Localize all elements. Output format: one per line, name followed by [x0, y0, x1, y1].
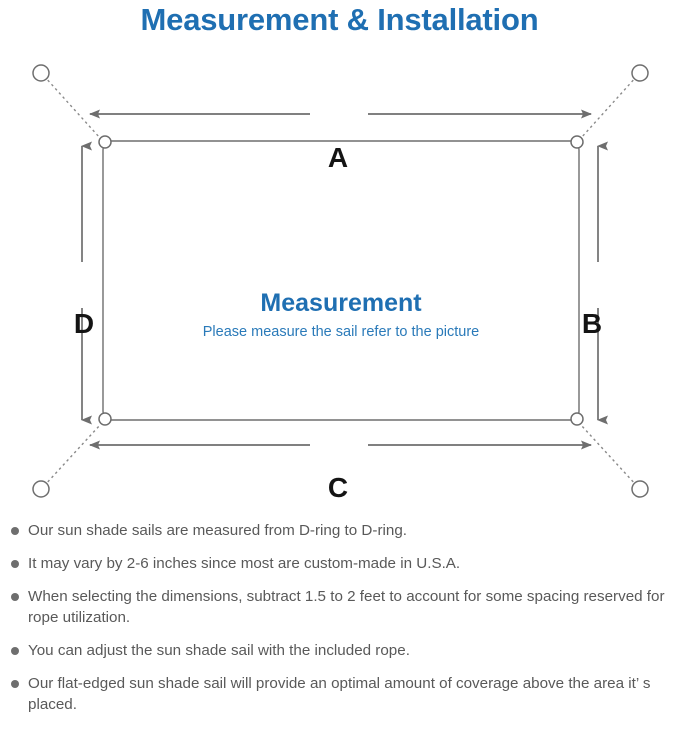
bullet-icon	[11, 593, 19, 601]
dimension-label-a: A	[327, 142, 349, 173]
note-text: Our flat-edged sun shade sail will provi…	[28, 675, 651, 713]
note-item: Our flat-edged sun shade sail will provi…	[0, 673, 679, 715]
d-ring-bottom-right-icon	[570, 412, 584, 426]
note-text: You can adjust the sun shade sail with t…	[28, 642, 410, 659]
d-rings	[98, 135, 584, 426]
d-ring-top-right-icon	[570, 135, 584, 149]
bullet-icon	[11, 680, 19, 688]
dimension-label-c: C	[327, 472, 349, 503]
dimension-label-d: D	[73, 308, 95, 339]
page-title: Measurement & Installation	[140, 2, 539, 37]
anchor-top-left-icon	[32, 64, 50, 82]
anchor-top-right-icon	[631, 64, 649, 82]
bullet-icon	[11, 527, 19, 535]
d-ring-bottom-left-icon	[98, 412, 112, 426]
sail-measurement-subheading: Please measure the sail refer to the pic…	[202, 324, 480, 340]
rope-bottom-left	[43, 424, 101, 487]
rope-bottom-right	[580, 424, 638, 487]
diagram-svg	[32, 64, 649, 498]
note-item: You can adjust the sun shade sail with t…	[0, 640, 679, 661]
note-text: When selecting the dimensions, subtract …	[28, 588, 665, 626]
anchor-bottom-right-icon	[631, 480, 649, 498]
measurement-diagram: A B C D Measurement Please measure the s…	[0, 46, 679, 516]
rope-top-right	[580, 75, 638, 139]
bullet-icon	[11, 560, 19, 568]
note-text: It may vary by 2-6 inches since most are…	[28, 555, 461, 572]
note-text: Our sun shade sails are measured from D-…	[28, 522, 407, 539]
bullet-icon	[11, 647, 19, 655]
sail-measurement-heading: Measurement	[260, 289, 422, 317]
note-item: Our sun shade sails are measured from D-…	[0, 520, 679, 541]
note-item: When selecting the dimensions, subtract …	[0, 586, 679, 628]
d-ring-top-left-icon	[98, 135, 112, 149]
anchor-bottom-left-icon	[32, 480, 50, 498]
rope-lines	[43, 75, 638, 487]
sail-body	[102, 140, 580, 421]
note-item: It may vary by 2-6 inches since most are…	[0, 553, 679, 574]
dimension-label-b: B	[581, 308, 603, 339]
rope-top-left	[43, 75, 101, 139]
notes-list: Our sun shade sails are measured from D-…	[0, 520, 679, 715]
anchor-points	[32, 64, 649, 498]
